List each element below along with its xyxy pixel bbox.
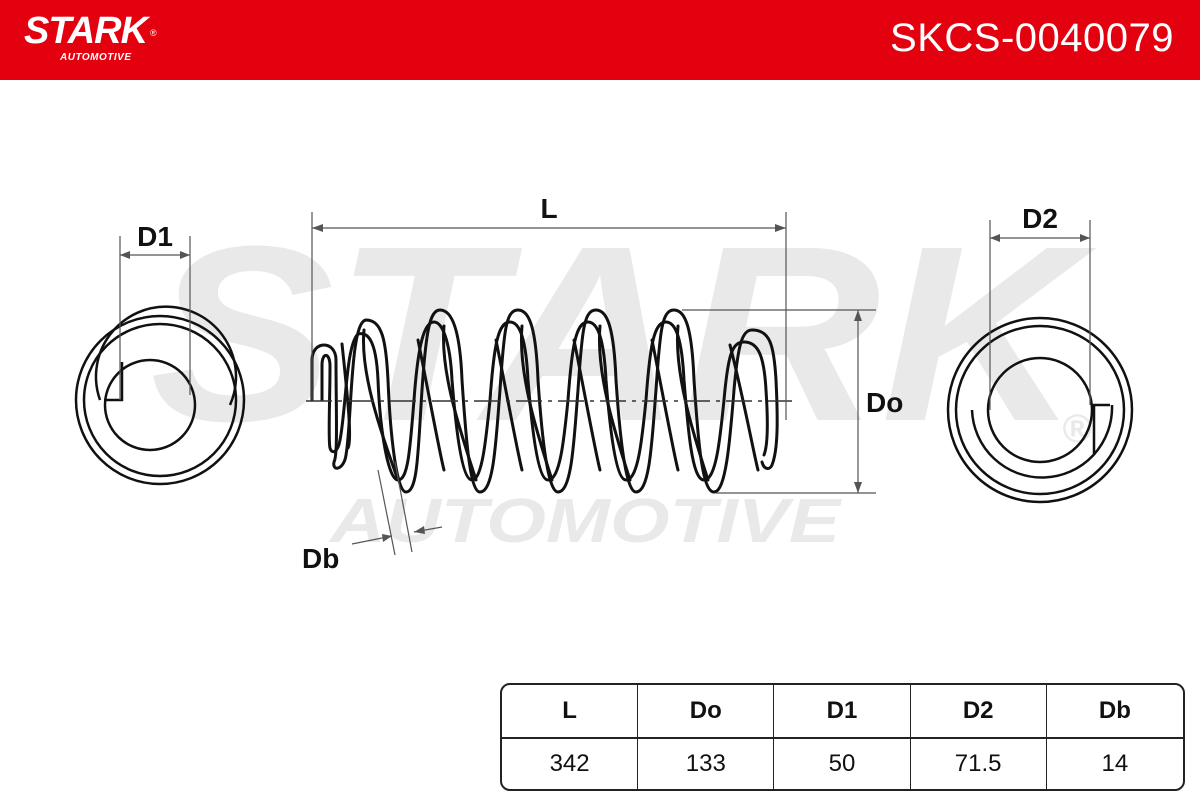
do-dimension: [682, 309, 876, 494]
db-dimension: [351, 461, 443, 556]
watermark: STARK AUTOMOTIVE ®: [150, 194, 1097, 556]
spec-header-l: L: [502, 685, 639, 739]
d2-dimension: [989, 220, 1091, 410]
watermark-sub: AUTOMOTIVE: [328, 487, 843, 556]
spring-technical-drawing: STARK AUTOMOTIVE ® D1 D2: [74, 193, 1134, 574]
d1-label: D1: [137, 221, 173, 252]
l-dimension: [311, 212, 787, 420]
watermark-registered-icon: ®: [1062, 407, 1092, 451]
spec-table-header-row: L Do D1 D2 Db: [502, 685, 1183, 739]
spec-header-db: Db: [1046, 685, 1183, 739]
spec-value-db: 14: [1101, 750, 1129, 777]
d2-label: D2: [1022, 203, 1058, 234]
part-number: SKCS-0040079: [890, 16, 1174, 60]
spec-table: L Do D1 D2 Db 342 133 50 71.5 14: [500, 683, 1185, 791]
registered-mark-icon: ®: [150, 28, 157, 38]
spec-table-value-row: 342 133 50 71.5 14: [502, 739, 1183, 789]
brand-name: STARK: [24, 10, 148, 52]
right-end-view: [946, 316, 1134, 504]
brand-sub: AUTOMOTIVE: [60, 52, 132, 63]
db-label: Db: [302, 543, 339, 574]
d1-dimension: [119, 236, 191, 400]
left-end-view: [74, 305, 246, 486]
spec-value-d2: 71.5: [911, 739, 1047, 789]
spec-header-do: Do: [638, 685, 775, 739]
l-label: L: [540, 193, 557, 224]
brand-logo: STARK AUTOMOTIVE: [24, 10, 148, 63]
spec-header-d1: D1: [774, 685, 911, 739]
header-bar: STARK AUTOMOTIVE ® SKCS-0040079: [0, 0, 1200, 80]
spec-value-l: 342: [502, 739, 639, 789]
spec-value-do: 133: [638, 739, 775, 789]
do-label: Do: [866, 387, 903, 418]
spec-header-d2: D2: [910, 685, 1047, 739]
spec-value-d1: 50: [774, 739, 911, 789]
watermark-main: STARK: [150, 194, 1097, 473]
